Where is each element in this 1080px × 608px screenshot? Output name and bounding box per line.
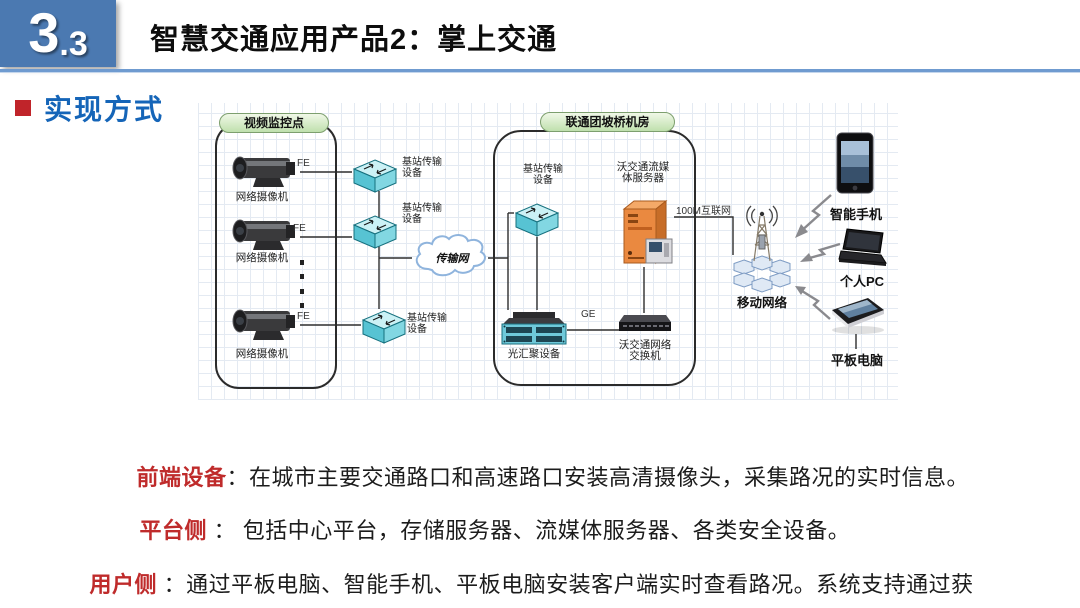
ellipsis-dots (300, 260, 305, 308)
link-label-ge: GE (581, 309, 596, 320)
camera-label: 网络摄像机 (235, 252, 289, 264)
tablet-icon (826, 296, 886, 341)
media-server-icon (620, 193, 676, 274)
aggregation-device-label: 光汇聚设备 (507, 348, 561, 360)
pc-label: 个人PC (839, 274, 885, 289)
cloud-label: 传输网 (435, 253, 469, 265)
machine-room-box-title: 联通团坡桥机房 (540, 112, 675, 132)
section-heading: 实现方式 (44, 94, 165, 125)
cloud-icon (410, 231, 490, 288)
header-divider (0, 69, 1080, 73)
wo-switch-label: 沃交通网络交换机 (618, 339, 672, 362)
tablet-label: 平板电脑 (830, 353, 883, 368)
paragraph-label: 前端设备 (136, 465, 227, 490)
paragraph-text: 在城市主要交通路口和高速路口安装高清摄像头，采集路况的实时信息。 (248, 465, 969, 490)
camera-icon (226, 305, 300, 352)
bts-equipment-label: 基站传输设备 (402, 157, 442, 179)
bts-equipment-label: 基站传输设备 (523, 164, 563, 186)
link-label-fe: FE (293, 223, 306, 234)
paragraph-label: 用户侧 (89, 572, 157, 597)
link-label-internet: 100M互联网 (676, 206, 732, 217)
bts-equipment-label: 基站传输设备 (407, 313, 447, 335)
link-label-fe: FE (297, 158, 310, 169)
link-label-fe: FE (297, 311, 310, 322)
diagram-grid (198, 103, 898, 400)
section-bullet-icon (15, 100, 31, 116)
ethernet-switch-icon (352, 158, 398, 199)
video-monitor-box-title: 视频监控点 (219, 113, 329, 133)
lightning-link-icon (791, 191, 835, 246)
paragraph-user: 用户侧 ：通过平板电脑、智能手机、平板电脑安装客户端实时查看路况。系统支持通过获… (63, 525, 1031, 608)
bts-equipment-label: 基站传输设备 (402, 203, 442, 225)
smartphone-icon (836, 132, 874, 199)
camera-label: 网络摄像机 (235, 348, 289, 360)
patch-panel-icon (501, 310, 567, 353)
mobile-network-label: 移动网络 (736, 296, 787, 310)
network-switch-icon (619, 313, 671, 340)
ethernet-switch-icon (514, 202, 560, 243)
cell-tower-icon (731, 205, 793, 302)
camera-label: 网络摄像机 (235, 191, 289, 203)
page-title: 智慧交通应用产品2：掌上交通 (150, 24, 558, 56)
lightning-link-icon (790, 283, 834, 328)
laptop-icon (837, 227, 889, 274)
paragraph-text: 通过平板电脑、智能手机、平板电脑安装客户端实时查看路况。系统支持通过获 取用户手… (186, 572, 974, 597)
media-server-label: 沃交通流媒体服务器 (616, 161, 670, 184)
paragraph-text: 包括中心平台，存储服务器、流媒体服务器、各类安全设备。 (242, 518, 851, 543)
ethernet-switch-icon (361, 309, 407, 350)
paragraph-label: 平台侧 (139, 518, 207, 543)
section-number-sub: .3 (59, 25, 88, 63)
paragraph-separator: ： (226, 465, 249, 490)
ethernet-switch-icon (352, 214, 398, 255)
paragraph-platform: 平台侧 ： 包括中心平台，存储服务器、流媒体服务器、各类安全设备。 (113, 471, 993, 591)
camera-icon (226, 215, 300, 262)
section-number-main: 3 (28, 1, 60, 64)
smartphone-label: 智能手机 (829, 207, 882, 222)
paragraph-separator: ： (206, 518, 243, 543)
paragraph-separator: ： (156, 572, 187, 597)
paragraph-frontend: 前端设备：在城市主要交通路口和高速路口安装高清摄像头，采集路况的实时信息。 (110, 418, 990, 538)
lightning-link-icon (798, 240, 842, 273)
camera-icon (226, 152, 300, 199)
section-number-badge: 3 .3 (0, 0, 116, 67)
